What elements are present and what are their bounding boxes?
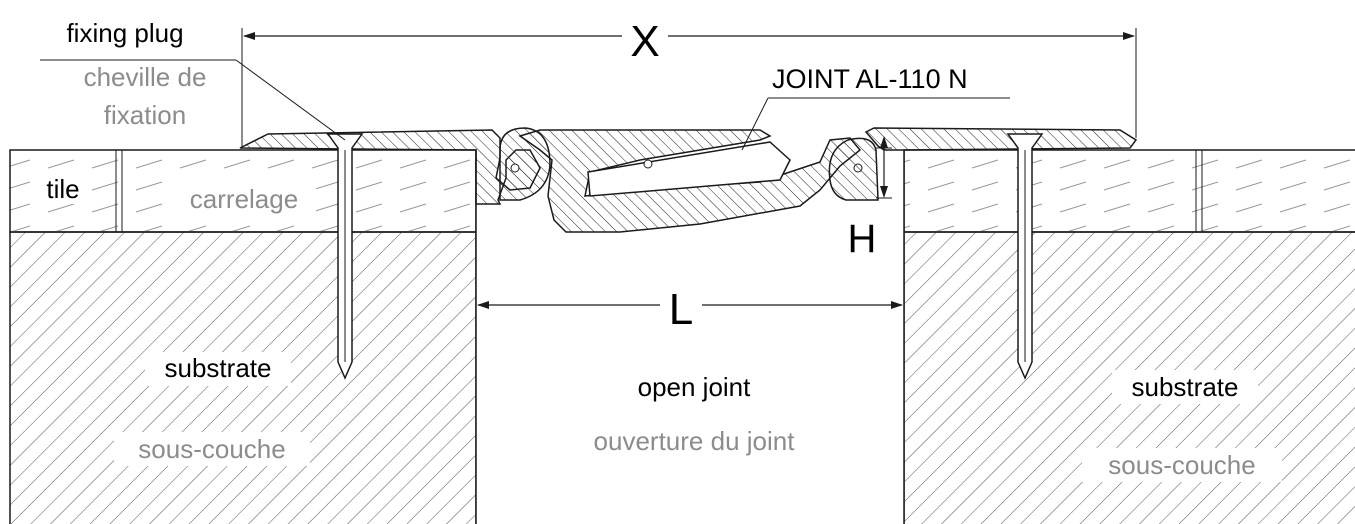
sous-couche-right-label-bg [1082, 448, 1282, 482]
substrate-right-label-en: substrate [1132, 372, 1239, 402]
substrate-right-label-bg [1112, 370, 1258, 404]
fixing-plug-label-fr-1: cheville de [84, 62, 207, 92]
dim-h-arrow-bottom [880, 186, 888, 198]
dim-x-label: X [630, 17, 659, 66]
profile-pin [643, 159, 653, 169]
fixing-plug-label-en: fixing plug [66, 18, 183, 48]
open-joint-label-en: open joint [638, 372, 752, 402]
open-joint-label-fr: ouverture du joint [594, 426, 796, 456]
tile-layer-right [903, 149, 1355, 233]
profile-right-curl [828, 137, 879, 201]
fixing-plug-leader-diagonal [235, 59, 346, 141]
profile-center-slot [587, 141, 791, 197]
tile-label-fr: carrelage [190, 184, 298, 214]
profile-right-flange [864, 127, 1138, 151]
dim-h-arrow-top [880, 136, 888, 148]
substrate-left-label-en: substrate [165, 353, 272, 383]
carrelage-label-bg [172, 180, 316, 214]
substrate-right-label-fr: sous-couche [1108, 450, 1255, 480]
product-label: JOINT AL-110 N [772, 64, 968, 94]
profile-center-cover [518, 129, 862, 233]
profile-pin [510, 163, 520, 173]
tile-label-en: tile [46, 174, 79, 204]
substrate-left-label-bg [145, 352, 291, 386]
fixing-plug-label-fr-2: fixation [104, 100, 186, 130]
sous-couche-left-label-bg [114, 432, 310, 466]
tile-label-bg [36, 174, 92, 204]
product-leader-diagonal [741, 97, 769, 151]
dim-l-label: L [669, 285, 693, 334]
substrate-left-label-fr: sous-couche [138, 434, 285, 464]
dim-h-label: H [848, 217, 877, 261]
